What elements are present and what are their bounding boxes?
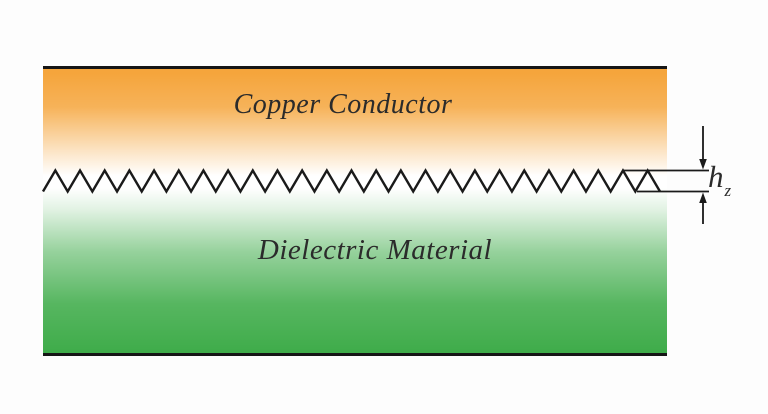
roughness-height-label: hz [708,159,731,199]
up-arrowhead-icon [699,192,707,203]
top-boundary-line [43,66,667,69]
dimension-subscript: z [724,181,732,200]
dielectric-region [43,183,667,356]
down-arrowhead-icon [699,159,707,170]
bottom-boundary-line [43,353,667,356]
dimension-symbol: h [708,159,724,194]
conductor-gradient-fade [43,66,667,183]
dielectric-gradient-fade [43,183,667,356]
copper-conductor-region [43,66,667,183]
material-stack [43,66,667,356]
dielectric-label: Dielectric Material [257,234,493,266]
conductor-label: Copper Conductor [233,89,453,120]
